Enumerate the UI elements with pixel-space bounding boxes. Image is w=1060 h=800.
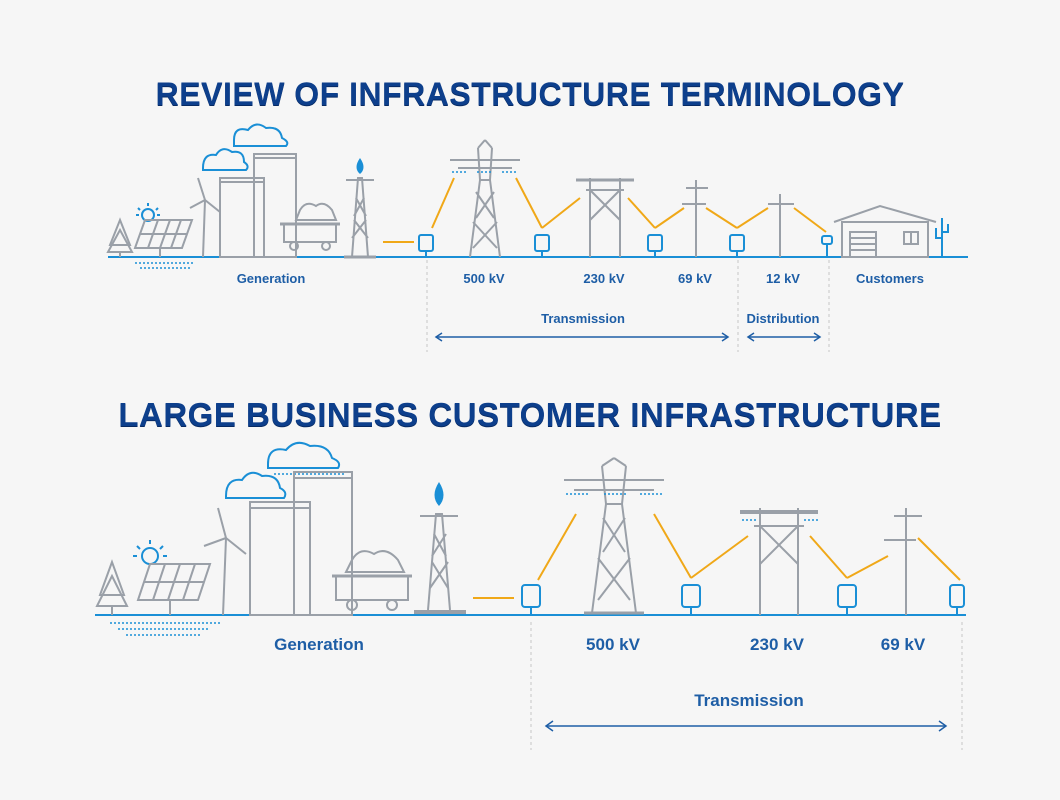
power-lines xyxy=(431,177,827,233)
label-transmission: Transmission xyxy=(541,311,625,326)
transmission-span-arrow xyxy=(434,332,730,342)
transformer-icon xyxy=(681,584,701,615)
label-230kv: 230 kV xyxy=(750,635,805,654)
label-69kv: 69 kV xyxy=(678,271,712,286)
title-large-business-infrastructure: LARGE BUSINESS CUSTOMER INFRASTRUCTURE xyxy=(118,396,942,433)
transmission-span-arrow xyxy=(544,720,948,732)
500kv-tower-icon xyxy=(450,139,520,258)
coal-cart-icon xyxy=(332,550,412,611)
transformer-icon xyxy=(647,234,663,257)
230kv-tower-icon xyxy=(576,178,634,257)
transformer-icon xyxy=(729,234,745,257)
gas-derrick-icon xyxy=(414,513,466,614)
grid-diagram-bottom: Generation 500 kV 230 kV 69 kV Transmiss… xyxy=(95,441,966,750)
sun-icon xyxy=(133,540,167,565)
mailbox-icon xyxy=(821,235,833,257)
cloud-icon xyxy=(225,441,341,499)
label-generation: Generation xyxy=(274,635,364,654)
gas-derrick-icon xyxy=(344,177,376,259)
69kv-pole-icon xyxy=(682,180,708,257)
distribution-span-arrow xyxy=(746,332,822,342)
grid-diagram-top: Generation 500 kV 230 kV 69 kV 12 kV Cus… xyxy=(106,123,968,352)
wind-turbine-icon xyxy=(203,507,247,616)
label-230kv: 230 kV xyxy=(583,271,625,286)
label-customers: Customers xyxy=(856,271,924,286)
solar-panel-icon xyxy=(136,563,212,615)
power-plant-icon xyxy=(249,471,353,616)
12kv-pole-icon xyxy=(768,194,794,257)
power-lines xyxy=(537,513,961,581)
transformer-icon xyxy=(837,584,857,615)
label-500kv: 500 kV xyxy=(586,635,641,654)
transformer-icon xyxy=(418,234,434,257)
solar-panel-icon xyxy=(133,219,194,257)
label-69kv: 69 kV xyxy=(881,635,926,654)
cactus-icon xyxy=(935,218,949,257)
230kv-tower-icon xyxy=(740,508,818,615)
coal-cart-icon xyxy=(280,202,340,251)
tree-icon xyxy=(95,559,129,615)
transformer-icon xyxy=(534,234,550,257)
flame-icon xyxy=(356,158,364,174)
power-plant-icon xyxy=(219,153,297,258)
label-500kv: 500 kV xyxy=(463,271,505,286)
solar-dots xyxy=(135,262,195,269)
label-transmission: Transmission xyxy=(694,691,804,710)
label-distribution: Distribution xyxy=(747,311,820,326)
flame-icon xyxy=(434,482,444,506)
wind-turbine-icon xyxy=(189,177,221,258)
transformer-icon xyxy=(949,584,965,615)
label-generation: Generation xyxy=(237,271,306,286)
transformer-icon xyxy=(521,584,541,615)
cloud-icon xyxy=(202,123,289,171)
500kv-tower-icon xyxy=(564,457,664,615)
solar-dots xyxy=(110,622,220,636)
sun-icon xyxy=(136,203,160,222)
label-12kv: 12 kV xyxy=(766,271,800,286)
69kv-pole-icon xyxy=(884,508,922,615)
title-infrastructure-terminology: REVIEW OF INFRASTRUCTURE TERMINOLOGY xyxy=(155,76,905,112)
house-icon xyxy=(833,204,937,258)
tree-icon xyxy=(106,217,134,257)
